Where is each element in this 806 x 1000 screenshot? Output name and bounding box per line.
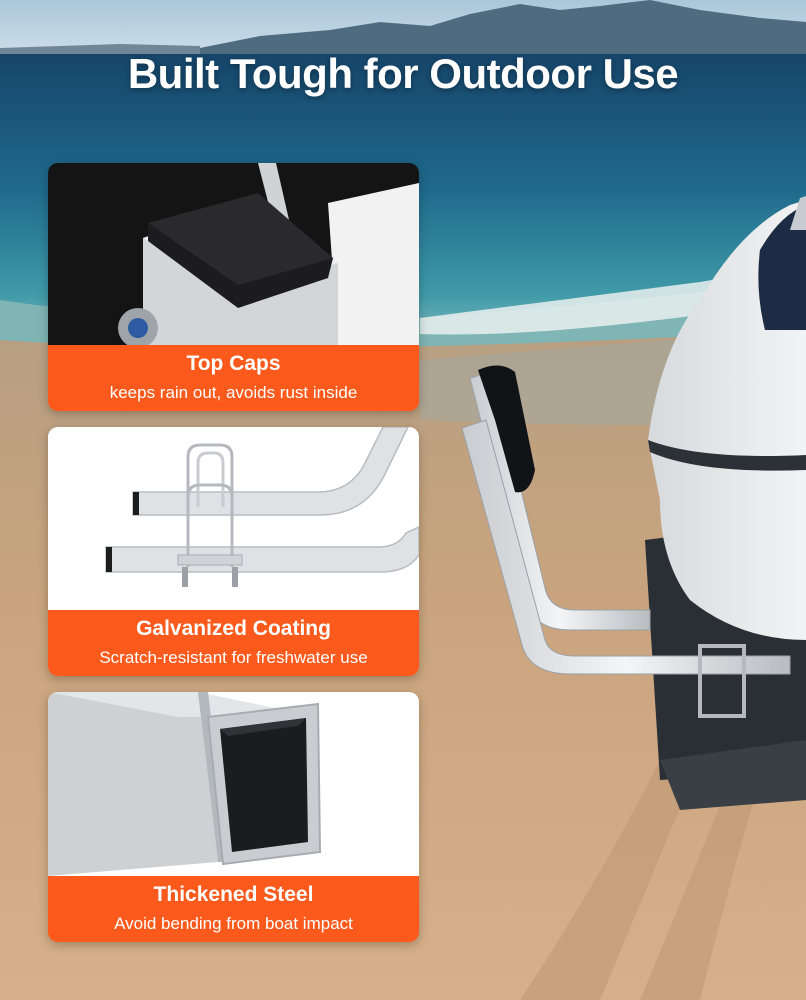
feature-subtitle: Avoid bending from boat impact: [114, 914, 353, 933]
feature-card-top-caps: Top Caps keeps rain out, avoids rust ins…: [48, 163, 419, 411]
feature-label-thickened-steel: Thickened Steel Avoid bending from boat …: [48, 876, 419, 942]
page-headline: Built Tough for Outdoor Use: [127, 50, 679, 97]
feature-card-thickened-steel: Thickened Steel Avoid bending from boat …: [48, 692, 419, 942]
top-cap-closeup-icon: [48, 163, 419, 346]
feature-card-galvanized-coating: Galvanized Coating Scratch-resistant for…: [48, 427, 419, 676]
feature-label-top-caps: Top Caps keeps rain out, avoids rust ins…: [48, 345, 419, 411]
feature-title: Galvanized Coating: [136, 617, 331, 640]
feature-subtitle: Scratch-resistant for freshwater use: [99, 648, 368, 667]
feature-subtitle: keeps rain out, avoids rust inside: [109, 383, 358, 402]
guide-bar-brackets-icon: [48, 427, 419, 610]
feature-title: Top Caps: [186, 352, 281, 375]
feature-label-galvanized-coating: Galvanized Coating Scratch-resistant for…: [48, 610, 419, 676]
feature-title: Thickened Steel: [153, 883, 314, 906]
square-steel-tube-icon: [48, 692, 419, 876]
